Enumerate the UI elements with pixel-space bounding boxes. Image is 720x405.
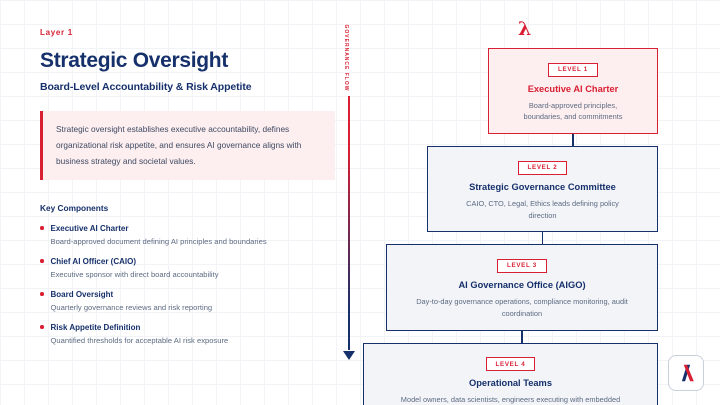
level-card-3[interactable]: LEVEL 3 AI Governance Office (AIGO) Day-… — [386, 244, 658, 331]
level-description: Model owners, data scientists, engineers… — [400, 395, 621, 405]
level-hierarchy: LEVEL 1 Executive AI Charter Board-appro… — [58, 48, 658, 405]
connector-2-3 — [427, 232, 658, 245]
level-title: Strategic Governance Committee — [469, 181, 616, 192]
level-card-4[interactable]: LEVEL 4 Operational Teams Model owners, … — [363, 342, 658, 405]
connector-1-2 — [488, 134, 658, 147]
level-badge: LEVEL 4 — [485, 357, 536, 372]
level-description: Day-to-day governance operations, compli… — [416, 296, 628, 318]
corner-logo — [668, 355, 704, 391]
level-card-2[interactable]: LEVEL 2 Strategic Governance Committee C… — [427, 146, 658, 233]
connector-line — [572, 134, 574, 147]
level-title: Operational Teams — [468, 378, 552, 389]
lambda-logo-icon — [681, 364, 694, 382]
lambda-mark-icon: λ — [518, 18, 532, 40]
level-badge: LEVEL 1 — [548, 62, 598, 77]
connector-3-4 — [386, 330, 658, 343]
bullet-dot-icon — [40, 292, 44, 296]
layer-tag: Layer 1 — [40, 28, 73, 37]
level-title: AI Governance Office (AIGO) — [458, 279, 586, 290]
level-title: Executive AI Charter — [527, 83, 619, 94]
level-badge: LEVEL 3 — [497, 258, 547, 273]
bullet-dot-icon — [40, 259, 44, 263]
bullet-dot-icon — [40, 226, 44, 230]
connector-line — [541, 232, 544, 245]
bullet-dot-icon — [40, 325, 44, 329]
level-description: CAIO, CTO, Legal, Ethics leads defining … — [466, 198, 619, 220]
connector-line — [521, 330, 523, 343]
level-description: Board-approved principles, boundaries, a… — [523, 100, 623, 122]
level-card-1[interactable]: LEVEL 1 Executive AI Charter Board-appro… — [488, 48, 658, 135]
level-badge: LEVEL 2 — [517, 160, 568, 175]
